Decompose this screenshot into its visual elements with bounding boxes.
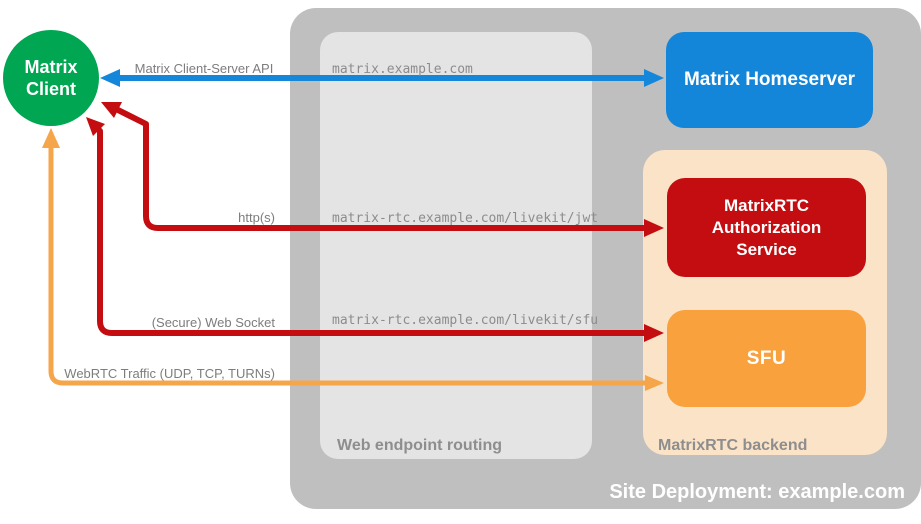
matrix-homeserver-node: Matrix Homeserver xyxy=(666,32,873,128)
matrix-client-node: Matrix Client xyxy=(3,30,99,126)
endpoint-jwt-url: matrix-rtc.example.com/livekit/jwt xyxy=(332,211,599,226)
matrix-client-label-line1: Matrix xyxy=(24,57,78,77)
sfu-label: SFU xyxy=(746,347,787,369)
websocket-arrow-label: (Secure) Web Socket xyxy=(151,315,275,330)
matrix-client-label-line2: Client xyxy=(25,79,76,99)
web-endpoint-routing-label: Web endpoint routing xyxy=(337,437,503,454)
matrixrtc-auth-service-node: MatrixRTC Authorization Service xyxy=(667,178,866,277)
site-deployment-label: Site Deployment: example.com xyxy=(609,481,905,503)
client-server-arrow-label: Matrix Client-Server API xyxy=(134,61,274,76)
sfu-node: SFU xyxy=(667,310,866,407)
web-endpoint-routing-box xyxy=(320,32,592,459)
endpoint-homeserver-url: matrix.example.com xyxy=(332,62,473,77)
webrtc-arrow-label: WebRTC Traffic (UDP, TCP, TURNs) xyxy=(64,366,275,381)
matrixrtc-auth-service-label: MatrixRTC Authorization Service xyxy=(711,195,822,259)
https-arrow-label: http(s) xyxy=(238,210,275,225)
matrixrtc-backend-label: MatrixRTC backend xyxy=(658,437,808,454)
endpoint-sfu-url: matrix-rtc.example.com/livekit/sfu xyxy=(332,313,599,328)
matrix-homeserver-label: Matrix Homeserver xyxy=(683,69,856,90)
